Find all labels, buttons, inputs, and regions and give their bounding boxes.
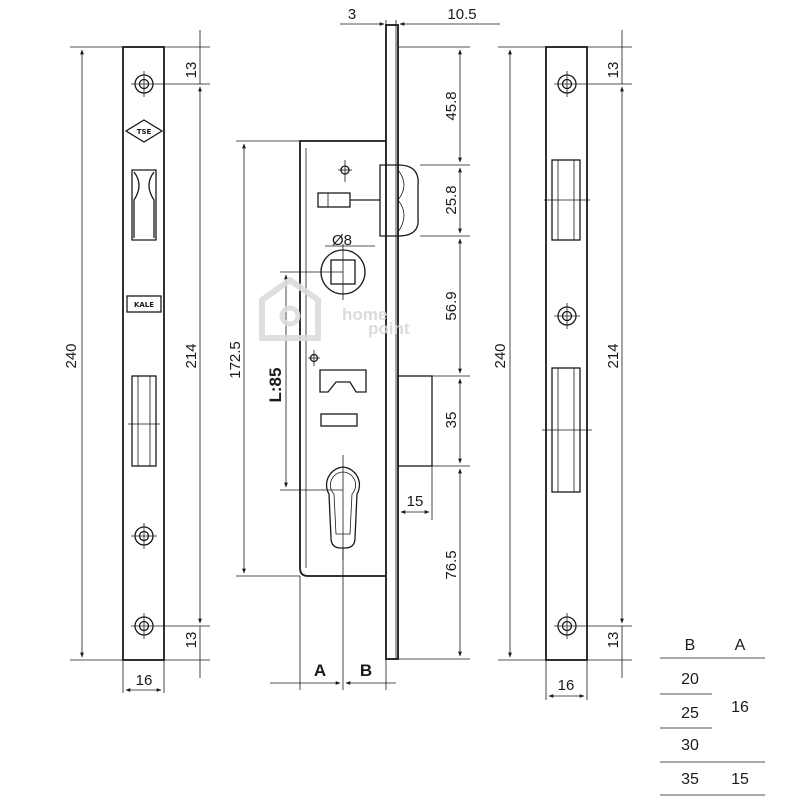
left-bottom-screw-hole bbox=[131, 613, 157, 639]
lock-case-outline bbox=[299, 140, 386, 577]
svg-text:KALE: KALE bbox=[134, 301, 154, 309]
home-point-watermark: home point bbox=[259, 276, 410, 341]
latch-to-bolt-label: 56.9 bbox=[443, 291, 460, 320]
table-row-b: 20 bbox=[681, 671, 699, 688]
right-top-offset-label: 13 bbox=[605, 62, 622, 79]
table-row-b: 35 bbox=[681, 771, 699, 788]
left-bolt-opening bbox=[128, 375, 160, 467]
table-header-b: B bbox=[685, 637, 696, 654]
backset-b-label: B bbox=[360, 661, 372, 680]
left-width-label: 16 bbox=[136, 672, 153, 689]
right-hole-spacing-label: 214 bbox=[605, 343, 622, 368]
slot-cutout bbox=[320, 413, 358, 427]
left-faceplate-view: TSE KALE 240 214 13 13 16 bbox=[63, 30, 210, 693]
right-bottom-screw-hole bbox=[554, 613, 580, 639]
house-logo-icon bbox=[259, 276, 321, 341]
latch-crosshair-icon bbox=[338, 160, 352, 182]
latch-height-label: 25.8 bbox=[443, 185, 460, 214]
backset-table: B A 20 25 16 30 35 15 bbox=[660, 637, 765, 796]
left-latch-opening bbox=[131, 169, 157, 241]
side-faceplate-strip bbox=[385, 24, 399, 660]
bolt-height-label: 35 bbox=[443, 412, 460, 429]
lock-body-side-view: Ø8 3 10.5 45.8 25.8 56.9 bbox=[227, 6, 500, 690]
body-height-label: 172.5 bbox=[227, 341, 244, 379]
left-top-screw-hole bbox=[131, 71, 157, 97]
tse-stamp-icon: TSE bbox=[124, 119, 164, 143]
backset-a-label: A bbox=[314, 661, 326, 680]
left-top-offset-label: 13 bbox=[183, 62, 200, 79]
right-bolt-opening bbox=[542, 367, 592, 493]
deadbolt bbox=[397, 375, 433, 467]
bolt-throw-label: 15 bbox=[407, 493, 424, 510]
table-row-a: 16 bbox=[731, 699, 749, 716]
right-height-label: 240 bbox=[492, 343, 509, 368]
top-to-latch-label: 45.8 bbox=[443, 91, 460, 120]
table-header-a: A bbox=[735, 637, 746, 654]
kale-brand-stamp-icon: KALE bbox=[126, 295, 162, 313]
latch-bolt bbox=[379, 164, 419, 237]
table-row-b: 30 bbox=[681, 737, 699, 754]
bottom-to-edge-label: 76.5 bbox=[443, 550, 460, 579]
table-row-b: 25 bbox=[681, 705, 699, 722]
center-distance-label: L:85 bbox=[266, 368, 285, 403]
right-width-label: 16 bbox=[558, 677, 575, 694]
watermark-text-line1: home bbox=[342, 305, 387, 324]
alignment-crosshair-icon bbox=[308, 350, 320, 366]
spindle-diameter-label: Ø8 bbox=[332, 232, 352, 249]
cam-cutout bbox=[319, 369, 367, 393]
watermark-text-line2: point bbox=[368, 319, 410, 338]
plate-offset-label: 10.5 bbox=[447, 6, 476, 23]
right-bottom-offset-label: 13 bbox=[605, 632, 622, 649]
right-faceplate-outline bbox=[545, 46, 588, 661]
right-faceplate-view: 240 214 13 13 16 bbox=[492, 30, 632, 700]
left-height-label: 240 bbox=[63, 343, 80, 368]
right-top-screw-hole bbox=[554, 71, 580, 97]
svg-text:TSE: TSE bbox=[137, 128, 152, 136]
plate-thickness-label: 3 bbox=[348, 6, 356, 23]
right-mid-screw-hole bbox=[554, 303, 580, 329]
right-latch-opening bbox=[544, 159, 590, 241]
left-hole-spacing-label: 214 bbox=[183, 343, 200, 368]
left-mid-screw-hole bbox=[131, 523, 157, 549]
left-faceplate-outline bbox=[122, 46, 165, 661]
left-bottom-offset-label: 13 bbox=[183, 632, 200, 649]
table-row-a: 15 bbox=[731, 771, 749, 788]
